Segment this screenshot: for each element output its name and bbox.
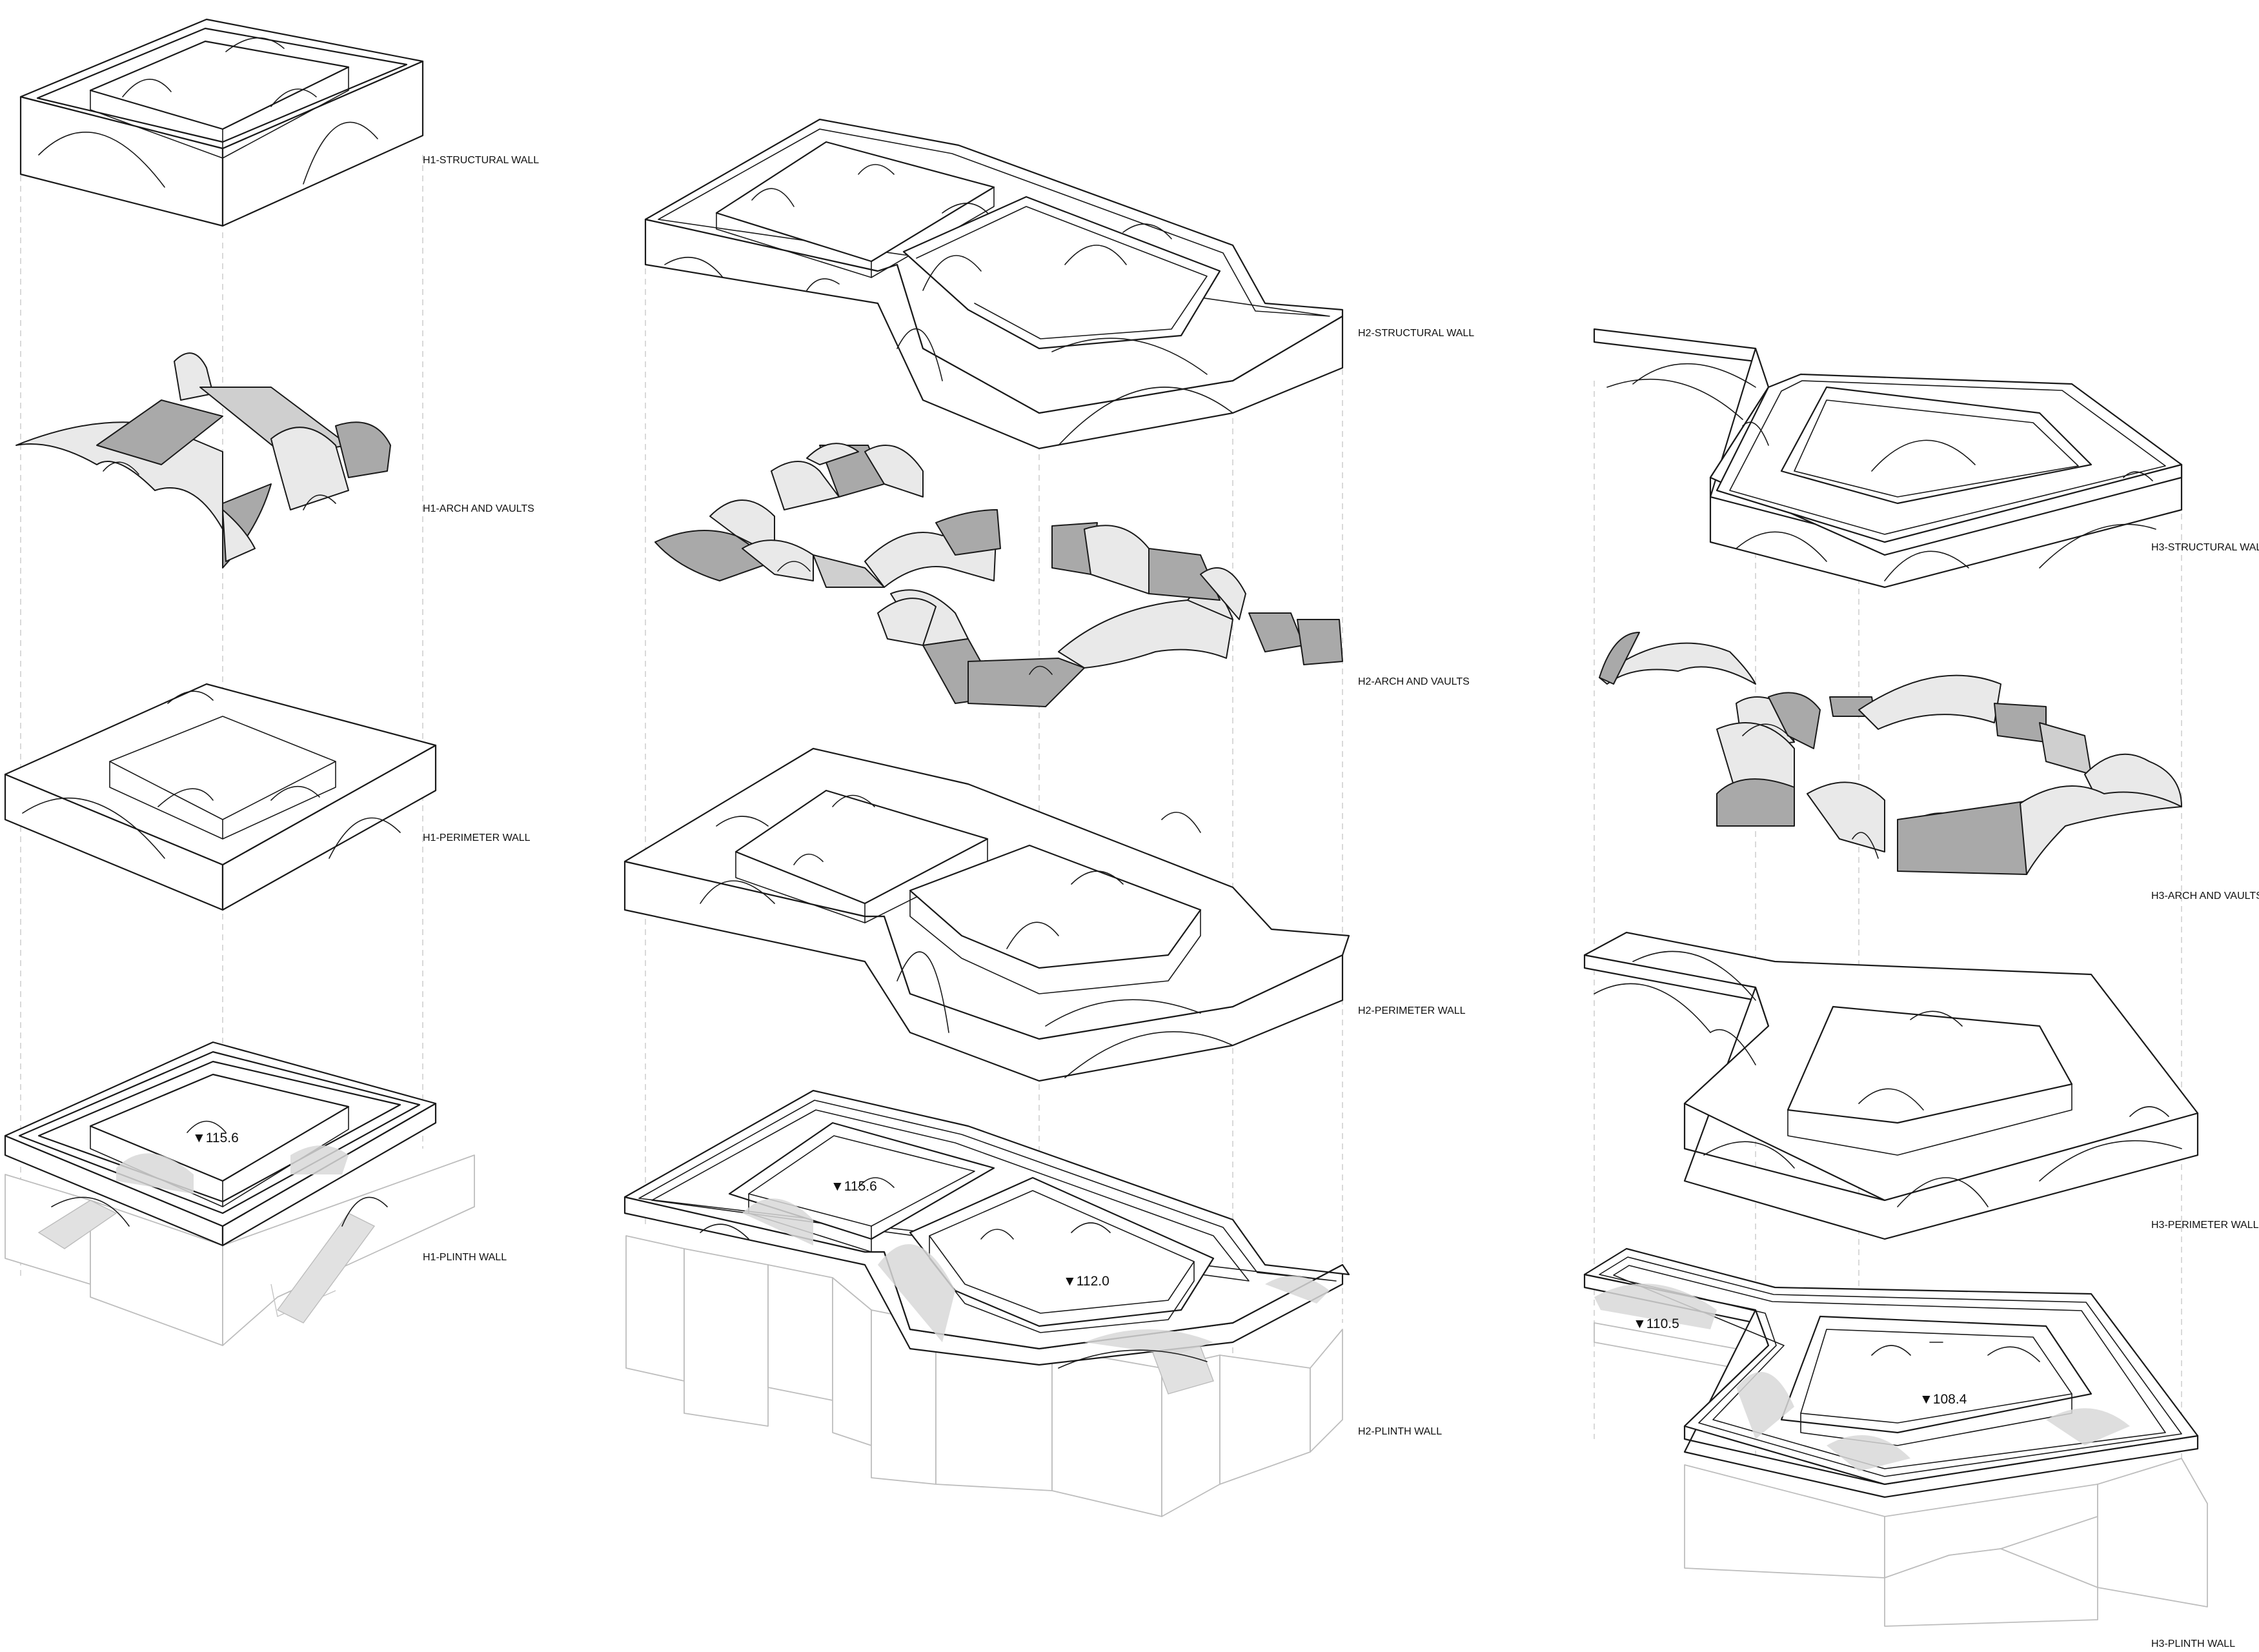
h3-arch-and-vaults — [1599, 632, 2182, 875]
h1-plinth-wall: ▼115.6 — [4, 1041, 475, 1346]
h1-plinth-label: H1-PLINTH WALL — [423, 1252, 507, 1263]
h1-court-elevation: ▼115.6 — [192, 1131, 239, 1145]
h3-plinth-label: H3-PLINTH WALL — [2151, 1638, 2235, 1649]
h2-plinth-wall: ▼115.6 ▼112.0 — [623, 1089, 1350, 1517]
h3-perimeter-wall — [1583, 931, 2199, 1240]
h2-court-a-elevation: ▼115.6 — [831, 1179, 877, 1194]
h3-plinth-wall: ▼110.5 ▼108.4 — [1583, 1247, 2208, 1627]
h3-wing-elevation: ▼110.5 — [1633, 1316, 1679, 1331]
h1-structural-label: H1-STRUCTURAL WALL — [423, 155, 539, 166]
h3-structural-label: H3-STRUCTURAL WALL — [2151, 542, 2259, 553]
h3-arch-label: H3-ARCH AND VAULTS — [2151, 891, 2259, 902]
h3-perimeter-label: H3-PERIMETER WALL — [2151, 1220, 2259, 1231]
h2-structural-wall — [644, 118, 1344, 450]
h1-perimeter-wall — [4, 683, 437, 911]
h1-arch-and-vaults — [15, 352, 391, 569]
h1-arch-label: H1-ARCH AND VAULTS — [423, 503, 534, 514]
h2-perimeter-label: H2-PERIMETER WALL — [1358, 1005, 1466, 1016]
h1-structural-wall — [19, 18, 424, 227]
h3-structural-wall — [1593, 328, 2183, 589]
h2-arch-and-vaults — [654, 443, 1343, 707]
h3-court-elevation: ▼108.4 — [1920, 1392, 1967, 1407]
h2-structural-label: H2-STRUCTURAL WALL — [1358, 328, 1474, 339]
h2-arch-label: H2-ARCH AND VAULTS — [1358, 676, 1470, 687]
h2-court-b-elevation: ▼112.0 — [1063, 1274, 1109, 1289]
h2-perimeter-wall — [623, 747, 1350, 1082]
h2-plinth-label: H2-PLINTH WALL — [1358, 1426, 1442, 1437]
h1-perimeter-label: H1-PERIMETER WALL — [423, 832, 531, 843]
